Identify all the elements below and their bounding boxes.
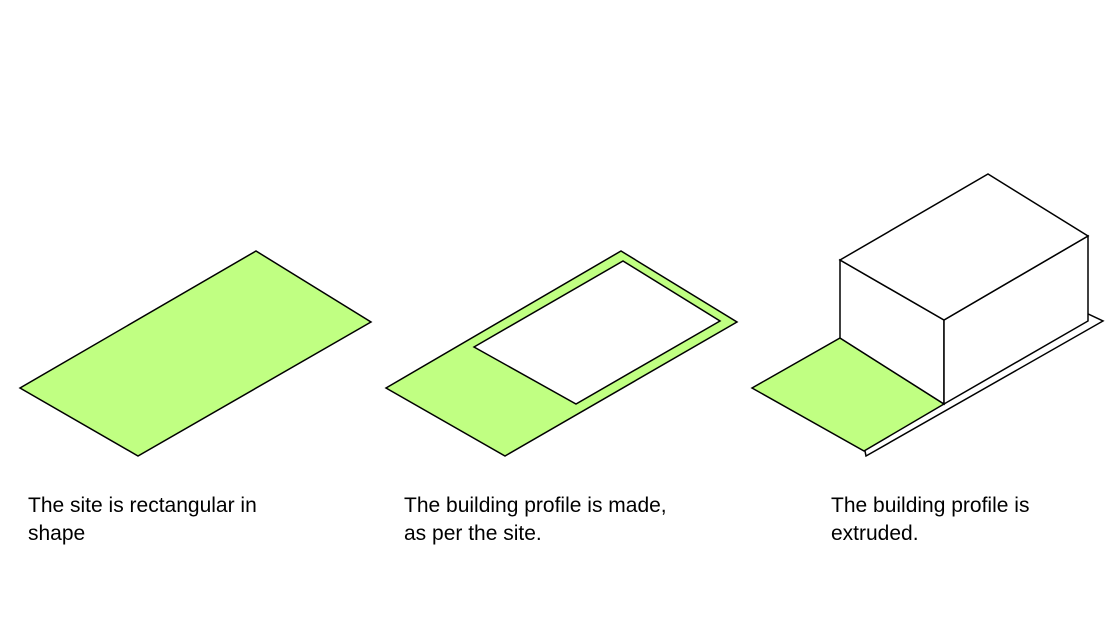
caption-line: The building profile is made, <box>404 494 667 517</box>
step-3-extrusion <box>750 173 1105 458</box>
site-plot <box>18 250 373 457</box>
caption-line: extruded. <box>831 522 919 545</box>
step-2-profile <box>384 250 739 457</box>
building-top-face <box>838 173 1090 321</box>
caption-line: The site is rectangular in <box>28 494 257 517</box>
caption-line: shape <box>28 522 86 545</box>
step-1-site <box>18 250 373 457</box>
step-2-caption: The building profile is made, as per the… <box>404 492 667 548</box>
step-1-caption: The site is rectangular in shape <box>28 492 257 548</box>
caption-line: as per the site. <box>404 522 542 545</box>
step-3-caption: The building profile is extruded. <box>831 492 1029 548</box>
caption-line: The building profile is <box>831 494 1030 517</box>
building-footprint <box>472 260 722 405</box>
